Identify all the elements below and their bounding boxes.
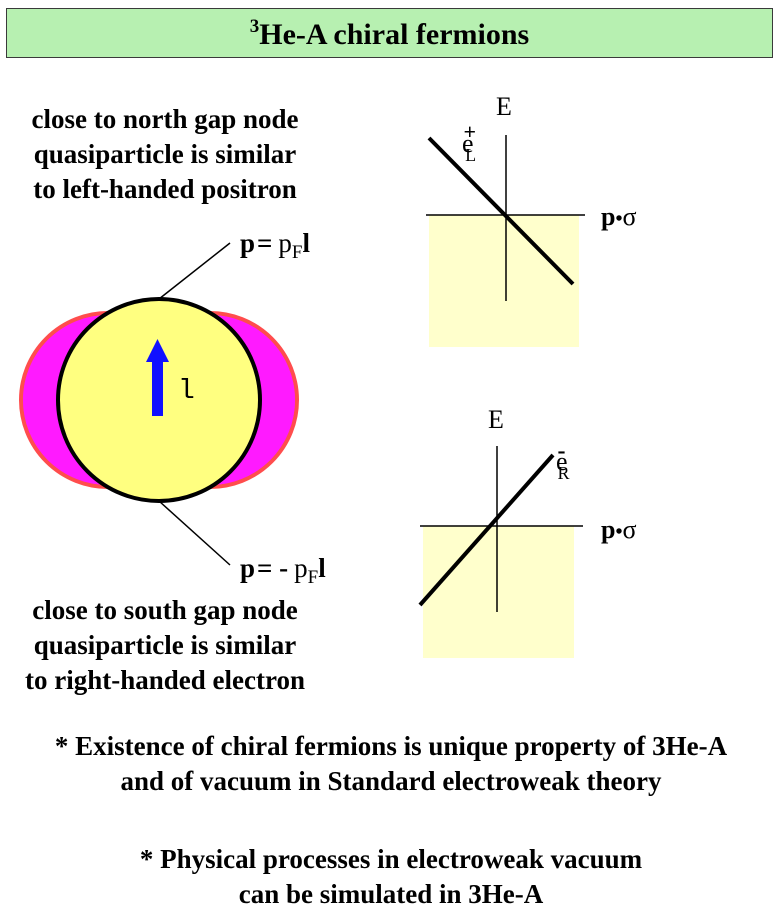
top-dispersion-plot: E p•σ e+L (426, 92, 637, 347)
note1-line-1: * Existence of chiral fermions is unique… (54, 731, 728, 761)
title-text: He-A chiral fermions (259, 17, 530, 51)
top-x-p: p (601, 202, 615, 231)
north-l: l (303, 228, 311, 258)
north-momentum-label: p=pFl (240, 228, 311, 263)
south-line-3: to right-handed electron (25, 665, 305, 695)
north-pf-sub: F (292, 242, 303, 263)
top-x-axis-label: p•σ (601, 202, 637, 231)
bottom-dispersion-plot: E p•σ e-R (418, 405, 637, 658)
bottom-y-axis-label: E (488, 405, 504, 434)
electron-charge: - (558, 438, 566, 464)
title-banner: 3He-A chiral fermions (6, 8, 773, 58)
positron-charge: + (464, 119, 477, 144)
bottom-x-axis-label: p•σ (601, 515, 637, 544)
south-momentum-label: p= -pFl (240, 553, 326, 588)
south-node-description: close to south gap node quasiparticle is… (0, 593, 330, 698)
north-eq: = (257, 228, 272, 258)
note-simulation: * Physical processes in electroweak vacu… (0, 842, 782, 912)
south-line-1: close to south gap node (32, 595, 298, 625)
north-line-1: close to north gap node (31, 104, 299, 134)
top-filled-sea (429, 215, 579, 347)
north-node-leader (158, 242, 231, 300)
bottom-x-p: p (601, 515, 615, 544)
top-x-sigma: σ (622, 202, 636, 231)
electron-handedness: R (558, 463, 570, 483)
bottom-dispersion-line (418, 453, 555, 607)
electron-e: e (556, 447, 568, 476)
south-node-leader (158, 500, 231, 566)
south-l: l (318, 553, 326, 583)
north-node-description: close to north gap node quasiparticle is… (0, 102, 330, 207)
l-vector-arrowhead (146, 339, 169, 362)
l-vector-label: l (178, 376, 195, 407)
page-title: 3He-A chiral fermions (250, 17, 529, 50)
note-chiral-fermions: * Existence of chiral fermions is unique… (0, 729, 782, 799)
bottom-x-sigma: σ (622, 515, 636, 544)
electron-label: e-R (556, 438, 570, 483)
south-pf-sub: F (308, 567, 319, 588)
fermi-surface-figure: l (19, 297, 299, 503)
positron-e: e (462, 129, 474, 158)
note2-line-1: * Physical processes in electroweak vacu… (139, 844, 643, 874)
l-vector-shaft (152, 360, 163, 416)
title-superscript: 3 (249, 15, 260, 37)
north-pf: p (278, 228, 292, 258)
bottom-filled-sea (423, 526, 574, 658)
south-pf: p (294, 553, 308, 583)
north-p: p (240, 228, 255, 258)
south-p: p (240, 553, 255, 583)
note2-line-2: can be simulated in 3He-A (238, 879, 544, 909)
top-dispersion-line (427, 136, 575, 286)
top-x-dot: • (615, 208, 622, 230)
south-line-2: quasiparticle is similar (33, 630, 297, 660)
bottom-x-dot: • (615, 521, 622, 543)
south-eq: = - (257, 553, 288, 583)
note1-line-2: and of vacuum in Standard electroweak th… (120, 766, 662, 796)
positron-handedness: L (465, 145, 476, 165)
north-line-2: quasiparticle is similar (33, 139, 297, 169)
top-y-axis-label: E (496, 92, 512, 121)
north-line-3: to left-handed positron (33, 174, 297, 204)
positron-label: e+L (462, 119, 476, 165)
